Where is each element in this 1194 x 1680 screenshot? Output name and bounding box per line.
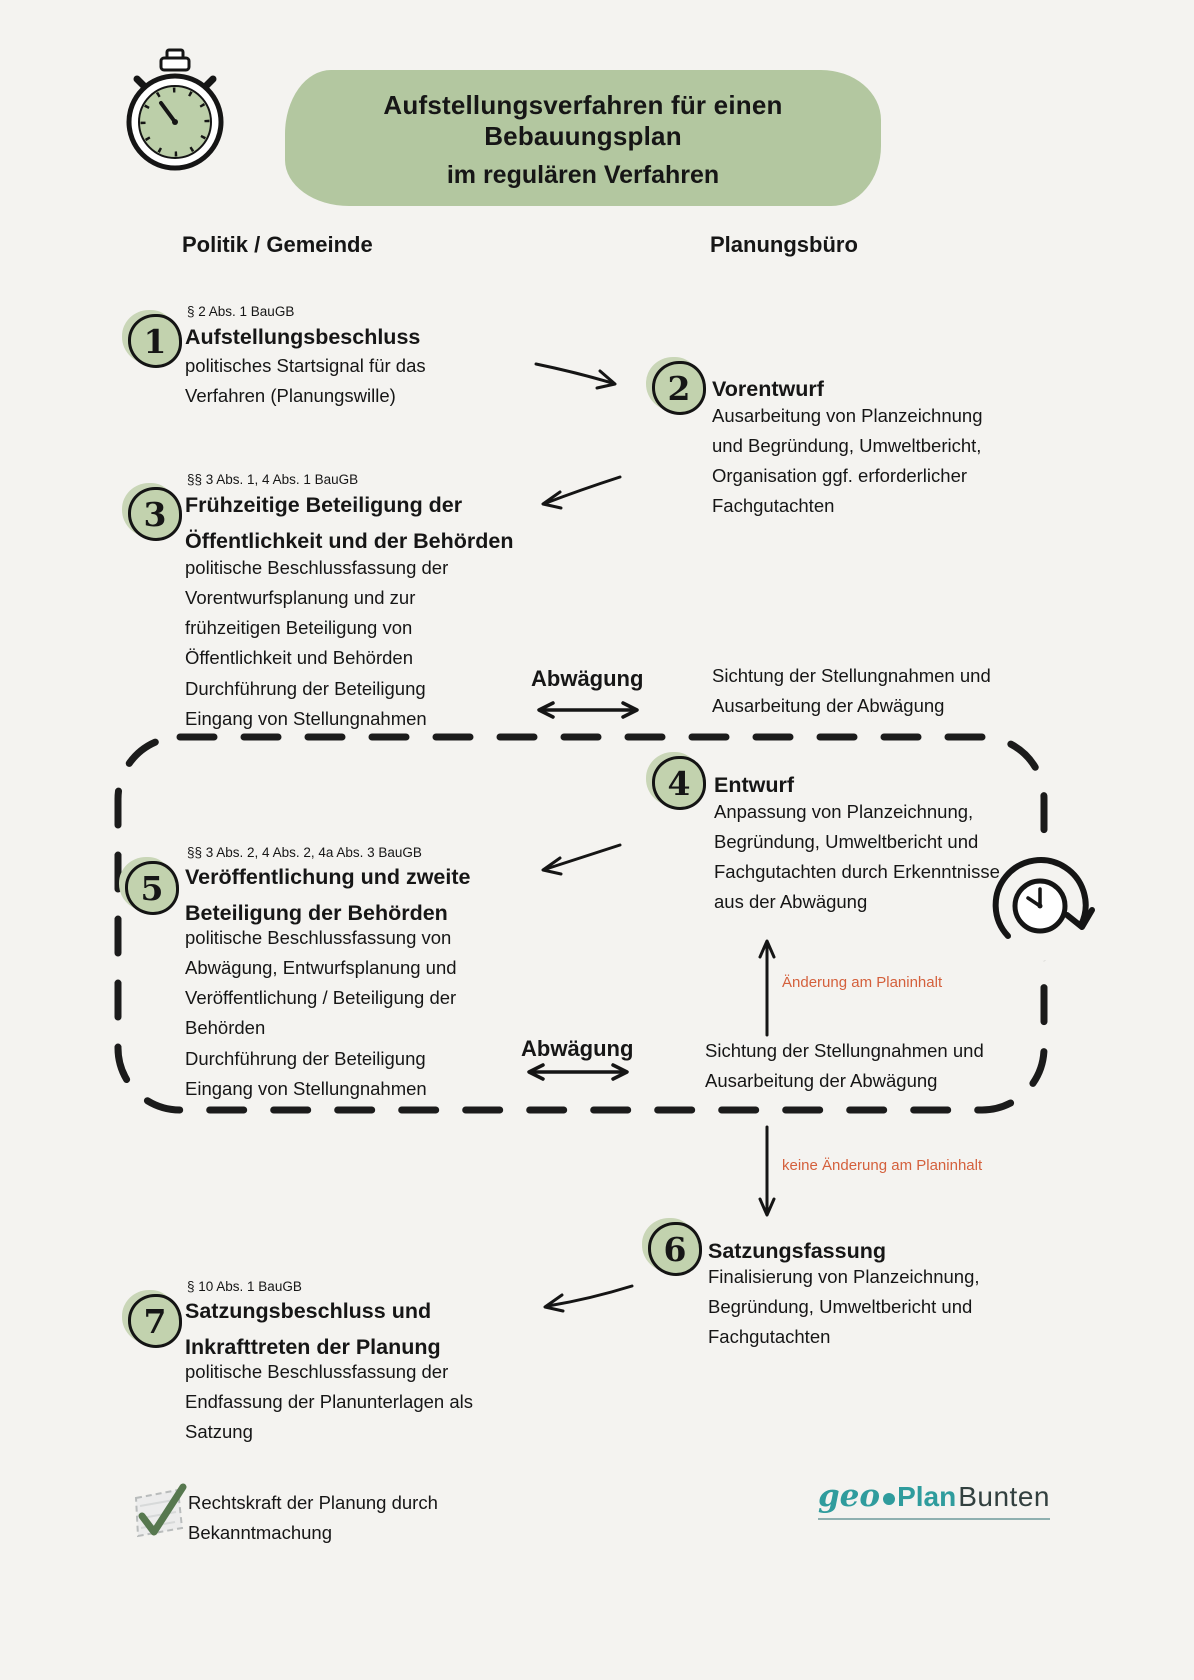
step-1-law: § 2 Abs. 1 BauGB xyxy=(187,304,295,319)
step-1-number: 1 xyxy=(128,314,182,368)
step-3-law: §§ 3 Abs. 1, 4 Abs. 1 BauGB xyxy=(187,472,359,487)
title-banner: Aufstellungsverfahren für einen Bebauung… xyxy=(285,70,881,206)
column-header-planungsbuero: Planungsbüro xyxy=(710,232,858,257)
rechtskraft-text: Rechtskraft der Planung durch Bekanntmac… xyxy=(188,1492,438,1544)
step-2-title: Vorentwurf xyxy=(712,377,824,401)
logo-geo: geo xyxy=(818,1478,881,1514)
arrow-step6-to-step7 xyxy=(543,1284,634,1313)
abwaegung-2-label: Abwägung xyxy=(521,1036,634,1061)
arrow-no-change-down xyxy=(758,1125,776,1217)
step-4-body: Anpassung von Planzeichnung, Begründung,… xyxy=(714,801,1000,913)
step-2-number: 2 xyxy=(652,361,706,415)
step-3-number: 3 xyxy=(128,487,182,541)
logo-dot-icon xyxy=(883,1493,896,1505)
abwaegung-2-double-arrow xyxy=(527,1063,629,1081)
step-6-body: Finalisierung von Planzeichnung, Begründ… xyxy=(708,1266,980,1348)
arrow-step1-to-step2 xyxy=(534,362,617,390)
step-1-body: politisches Startsignal für das Verfahre… xyxy=(185,355,426,407)
column-header-politik: Politik / Gemeinde xyxy=(182,232,373,257)
step-7-law: § 10 Abs. 1 BauGB xyxy=(187,1279,302,1294)
step-2-body: Ausarbeitung von Planzeichnung und Begrü… xyxy=(712,405,983,517)
stopwatch-icon xyxy=(126,48,224,171)
step-4-number: 4 xyxy=(652,756,706,810)
abwaegung-2-right-text: Sichtung der Stellungnahmen und Ausarbei… xyxy=(705,1040,984,1092)
arrow-step2-to-step3 xyxy=(541,475,622,510)
logo-plan: Plan xyxy=(897,1481,957,1512)
title-line-2: im regulären Verfahren xyxy=(446,161,720,189)
abwaegung-1-label: Abwägung xyxy=(531,666,644,691)
step-5-title: Veröffentlichung und zweite Beteiligung … xyxy=(185,865,471,925)
step-5-body: politische Beschlussfassung von Abwägung… xyxy=(185,927,457,1099)
arrow-step4-to-step5 xyxy=(541,843,622,876)
no-change-label: keine Änderung am Planinhalt xyxy=(782,1157,983,1174)
step-3-body: politische Beschlussfassung der Vorentwu… xyxy=(185,557,449,729)
arrow-change-up xyxy=(758,939,776,1037)
step-1-title: Aufstellungsbeschluss xyxy=(185,325,421,349)
step-3-title: Frühzeitige Beteiligung der Öffentlichke… xyxy=(185,493,514,553)
step-6-number: 6 xyxy=(648,1222,702,1276)
abwaegung-1-double-arrow xyxy=(537,701,639,719)
step-4-title: Entwurf xyxy=(714,773,795,797)
step-7-title: Satzungsbeschluss und Inkrafttreten der … xyxy=(185,1299,441,1359)
step-7-body: politische Beschlussfassung der Endfassu… xyxy=(185,1361,473,1443)
step-6-title: Satzungsfassung xyxy=(708,1239,886,1263)
logo-bunten: Bunten xyxy=(958,1481,1050,1512)
step-7-number: 7 xyxy=(128,1294,182,1348)
abwaegung-1-right-text: Sichtung der Stellungnahmen und Ausarbei… xyxy=(712,665,991,717)
geoplanbunten-logo: geo Plan Bunten xyxy=(818,1478,1050,1520)
step-5-number: 5 xyxy=(125,861,179,915)
title-line-1: Aufstellungsverfahren für einen Bebauung… xyxy=(383,90,783,151)
change-label: Änderung am Planinhalt xyxy=(782,974,943,991)
checkmark-icon xyxy=(134,1483,187,1538)
step-5-law: §§ 3 Abs. 2, 4 Abs. 2, 4a Abs. 3 BauGB xyxy=(187,845,422,860)
